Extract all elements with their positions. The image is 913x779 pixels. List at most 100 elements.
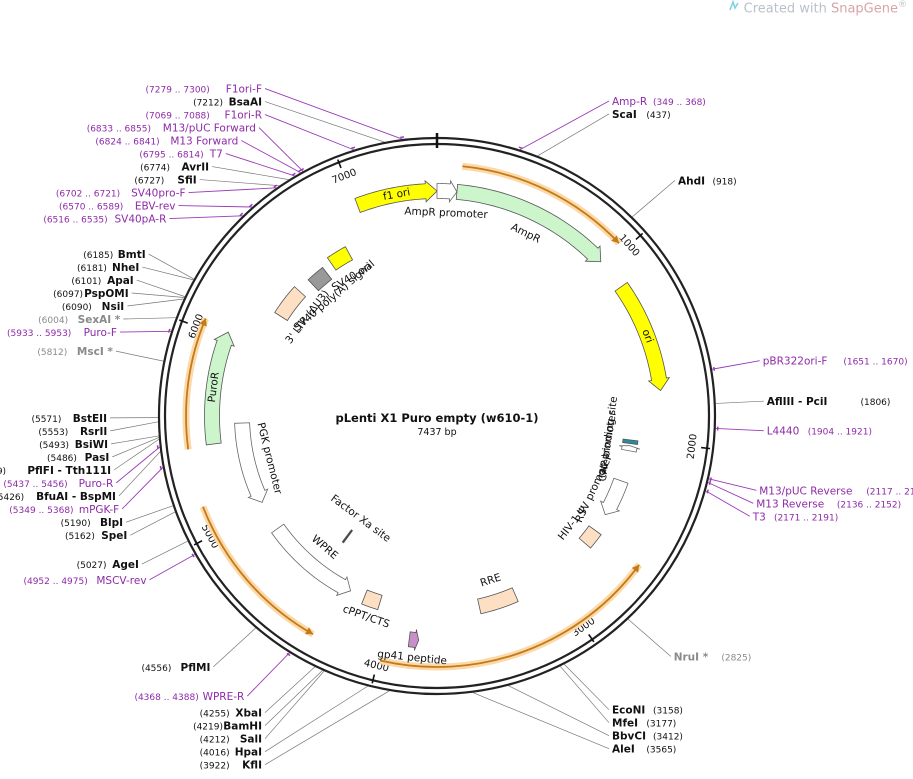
- enzyme-pos-blpi: (5190): [61, 519, 91, 529]
- feature-factor-xa-site: [341, 529, 354, 544]
- orf-arc-halo: [199, 505, 315, 638]
- primer-pos-mscv-rev: (4952 .. 4975): [23, 577, 87, 587]
- enzyme-name-mfei: MfeI: [612, 718, 638, 730]
- feature-cap-binding-site: [622, 438, 639, 446]
- enzyme-pos-pasi: (5486): [47, 454, 77, 464]
- enzyme-name-apai: ApaI: [107, 275, 134, 287]
- primer-leader: [119, 330, 172, 333]
- primer-bind-mark: [518, 146, 523, 150]
- primer-pos-pbr322ori-f: (1651 .. 1670): [843, 358, 907, 368]
- orf-arcs: [182, 162, 642, 671]
- enzyme-pos-nhei: (6181): [77, 264, 107, 274]
- primer-leader: [264, 88, 403, 140]
- enzyme-pos-nsii: (6090): [62, 303, 92, 313]
- enzyme-pos-nrui: (2825): [721, 653, 751, 663]
- leader-lines: [110, 88, 764, 765]
- enzyme-leader: [110, 421, 159, 432]
- primer-leader: [188, 187, 277, 193]
- enzyme-name-pasi: PasI: [85, 452, 110, 464]
- plasmid-length: 7437 bp: [417, 427, 456, 438]
- primer-name-t7: T7: [209, 149, 223, 161]
- orf-arrowhead: [631, 564, 640, 573]
- enzyme-leader: [211, 166, 289, 180]
- primer-leader: [121, 467, 164, 510]
- feature-rsv-promoter: [599, 477, 629, 516]
- scale-tick: [193, 540, 203, 546]
- primer-name-puro-f: Puro-F: [84, 327, 117, 339]
- primer-name-amp-r: Amp-R: [612, 96, 647, 108]
- orf-arc: [379, 564, 640, 668]
- feature-ori: [614, 281, 671, 392]
- enzyme-leader: [111, 435, 159, 445]
- enzyme-name-agei: AgeI: [112, 559, 139, 571]
- watermark-prefix: Created with: [743, 1, 831, 17]
- enzyme-name-econi: EcoNI: [612, 705, 645, 717]
- primer-pos-f1ori-r: (7069 .. 7088): [146, 112, 210, 122]
- enzyme-leader: [264, 101, 385, 143]
- enzyme-leader: [264, 670, 323, 726]
- orf-arrowhead: [199, 318, 207, 327]
- enzyme-name-pflfi-tth111i: PflFI - Tth111I: [27, 465, 111, 477]
- primer-name-f1ori-f: F1ori-F: [226, 84, 262, 96]
- enzyme-pos-pflmi: (4556): [141, 664, 171, 674]
- feature-ampr: [455, 183, 602, 263]
- scale-tick: [701, 446, 711, 450]
- enzyme-leader: [131, 292, 185, 298]
- orf-arc: [185, 318, 207, 450]
- enzyme-name-alei: AleI: [612, 744, 635, 756]
- plasmid-name: pLenti X1 Puro empty (w610-1): [336, 411, 539, 425]
- primer-pos-m13-puc-forward: (6833 .. 6855): [87, 125, 151, 135]
- enzyme-name-pflmi: PflMI: [181, 662, 211, 674]
- feature-label-puror: PuroR: [206, 371, 222, 403]
- primer-leader: [241, 140, 301, 174]
- enzyme-leader: [537, 113, 610, 157]
- feature-puror: [204, 331, 235, 446]
- primer-pos-sv40pro-f: (6702 .. 6721): [56, 190, 120, 200]
- scale-tick-label: 1000: [616, 233, 641, 259]
- primer-name-ebv-rev: EBV-rev: [135, 201, 176, 213]
- primer-name-m13-reverse: M13 Reverse: [756, 498, 824, 510]
- enzyme-pos-bfuai-bspmi: (5426): [0, 493, 24, 503]
- enzyme-pos-agei: (5027): [77, 561, 107, 571]
- feature-label-factor-xa-site: Factor Xa site: [328, 493, 392, 545]
- enzyme-leader: [199, 179, 280, 187]
- enzyme-leader: [563, 664, 610, 710]
- enzyme-pos-afliii-pcii: (1806): [860, 398, 890, 408]
- snapgene-watermark: Created with SnapGene®: [728, 0, 907, 16]
- enzyme-pos-rsrii: (5553): [38, 428, 68, 438]
- primer-pos-sv40pa-r: (6516 .. 6535): [43, 216, 107, 226]
- enzyme-pos-sfii: (6727): [134, 177, 164, 187]
- orf-arc: [462, 165, 620, 244]
- center-title: pLenti X1 Puro empty (w610-1) 7437 bp: [336, 411, 539, 438]
- enzyme-name-avrii: AvrII: [181, 162, 209, 174]
- primer-name-f1ori-r: F1ori-R: [225, 110, 262, 122]
- enzyme-name-msci: MscI *: [77, 346, 113, 358]
- primer-bind-mark: [291, 172, 296, 176]
- feature-rre: [477, 587, 519, 615]
- enzyme-leader: [136, 279, 185, 297]
- enzyme-leader: [125, 505, 173, 523]
- enzyme-pos-bsteii: (5571): [31, 415, 61, 425]
- feature-label-ampr-promoter: AmpR promoter: [404, 205, 489, 221]
- enzyme-name-rsrii: RsrII: [80, 426, 107, 438]
- enzyme-pos-bbvci: (3412): [653, 733, 683, 743]
- enzyme-leader: [627, 618, 671, 657]
- enzyme-pos-pspomi: (6097): [53, 290, 83, 300]
- enzyme-pos-spei: (5162): [65, 532, 95, 542]
- enzyme-name-nsii: NsiI: [102, 301, 125, 313]
- primer-leader: [708, 478, 757, 491]
- scale-tick: [371, 674, 376, 684]
- primer-name-m13-puc-forward: M13/pUC Forward: [163, 123, 256, 135]
- primer-pos-wpre-r: (4368 .. 4388): [134, 693, 198, 703]
- enzyme-pos-bamhi: (4219): [193, 723, 223, 733]
- primer-pos-amp-r: (349 .. 368): [653, 98, 706, 108]
- primer-pos-t3: (2171 .. 2191): [774, 513, 838, 523]
- orf-arrowhead: [304, 627, 314, 635]
- primer-pos-puro-f: (5933 .. 5953): [7, 329, 71, 339]
- orf-arc: [202, 506, 314, 636]
- primer-pos-m13-puc-reverse: (2117 .. 2139): [866, 487, 913, 497]
- primer-leader: [707, 482, 754, 504]
- scale-tick: [635, 232, 644, 241]
- feature-f1-ori: [354, 179, 438, 214]
